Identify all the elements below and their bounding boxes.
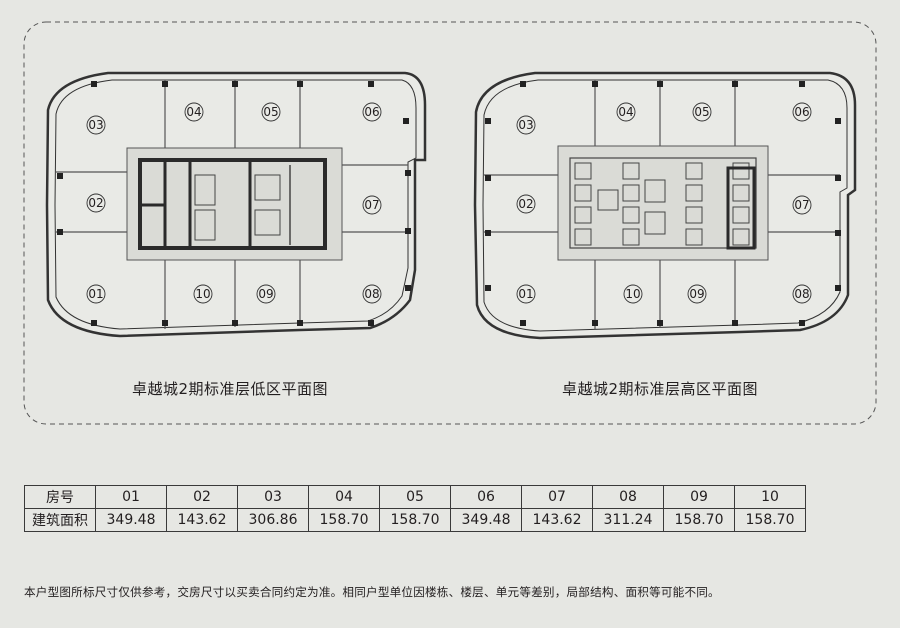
high-unit-label-06: 06	[794, 105, 809, 119]
area-cell: 349.48	[450, 508, 522, 532]
low-unit-label-10: 10	[195, 287, 210, 301]
low-unit-label-04: 04	[186, 105, 201, 119]
low-unit-label-06: 06	[364, 105, 379, 119]
unit-label-circle	[516, 115, 536, 135]
low-unit-label-01: 01	[88, 287, 103, 301]
plan-high-zone	[473, 71, 857, 340]
room-number-cell: 10	[734, 485, 806, 509]
disclaimer-note: 本户型图所标尺寸仅供参考，交房尺寸以买卖合同约定为准。相同户型单位因楼栋、楼层、…	[24, 585, 720, 599]
room-number-cell: 02	[166, 485, 238, 509]
unit-label-circle	[792, 195, 812, 215]
high-unit-label-10: 10	[625, 287, 640, 301]
unit-label-circle	[687, 284, 707, 304]
row-header-area: 建筑面积	[24, 508, 96, 532]
high-unit-label-03: 03	[518, 118, 533, 132]
unit-label-circle	[362, 195, 382, 215]
low-unit-label-03: 03	[88, 118, 103, 132]
caption-high-zone: 卓越城2期标准层高区平面图	[561, 380, 759, 398]
unit-labels: 01 02 03 04 05 06 07 08 09 10 01 02 03 04 05 06 07 08 09 10	[86, 102, 812, 304]
area-cell: 143.62	[166, 508, 238, 532]
unit-label-circle	[792, 284, 812, 304]
unit-label-circle	[616, 102, 636, 122]
dashed-frame	[23, 21, 877, 425]
low-unit-label-08: 08	[364, 287, 379, 301]
unit-label-circle	[193, 284, 213, 304]
plan-low-zone	[45, 71, 427, 338]
row-header-room: 房号	[24, 485, 96, 509]
area-cell: 158.70	[379, 508, 451, 532]
area-cell: 158.70	[734, 508, 806, 532]
high-unit-label-05: 05	[694, 105, 709, 119]
unit-label-circle	[256, 284, 276, 304]
unit-label-circle	[623, 284, 643, 304]
high-unit-label-01: 01	[518, 287, 533, 301]
room-number-cell: 06	[450, 485, 522, 509]
unit-label-circle	[86, 284, 106, 304]
room-number-cell: 05	[379, 485, 451, 509]
area-cell: 311.24	[592, 508, 664, 532]
unit-label-circle	[362, 102, 382, 122]
unit-label-circle	[86, 115, 106, 135]
room-number-cell: 04	[308, 485, 380, 509]
room-number-cell: 03	[237, 485, 309, 509]
area-cell: 143.62	[521, 508, 593, 532]
low-unit-label-07: 07	[364, 198, 379, 212]
room-number-cell: 09	[663, 485, 735, 509]
high-unit-label-08: 08	[794, 287, 809, 301]
unit-label-circle	[516, 284, 536, 304]
floor-plans: 01 02 03 04 05 06 07 08 09 10 01 02 03 04 05 06 07 08 09 10	[23, 21, 877, 425]
high-unit-label-02: 02	[518, 197, 533, 211]
unit-label-circle	[516, 194, 536, 214]
unit-label-circle	[86, 193, 106, 213]
area-cell: 349.48	[95, 508, 167, 532]
high-unit-label-07: 07	[794, 198, 809, 212]
area-cell: 306.86	[237, 508, 309, 532]
core-high	[569, 157, 757, 249]
unit-label-circle	[261, 102, 281, 122]
unit-label-circle	[792, 102, 812, 122]
area-cell: 158.70	[308, 508, 380, 532]
room-number-cell: 07	[521, 485, 593, 509]
unit-label-circle	[692, 102, 712, 122]
low-unit-label-05: 05	[263, 105, 278, 119]
high-unit-label-04: 04	[618, 105, 633, 119]
room-number-cell: 01	[95, 485, 167, 509]
table-row-room-numbers: 房号 01 02 03 04 05 06 07 08 09 10	[24, 485, 806, 509]
low-unit-label-09: 09	[258, 287, 273, 301]
table-row-areas: 建筑面积 349.48 143.62 306.86 158.70 158.70 …	[24, 508, 806, 532]
unit-label-circle	[184, 102, 204, 122]
room-number-cell: 08	[592, 485, 664, 509]
low-unit-label-02: 02	[88, 196, 103, 210]
high-unit-label-09: 09	[689, 287, 704, 301]
unit-label-circle	[362, 284, 382, 304]
area-cell: 158.70	[663, 508, 735, 532]
caption-low-zone: 卓越城2期标准层低区平面图	[131, 380, 329, 398]
area-table: 房号 01 02 03 04 05 06 07 08 09 10 建筑面积 34…	[24, 485, 806, 532]
